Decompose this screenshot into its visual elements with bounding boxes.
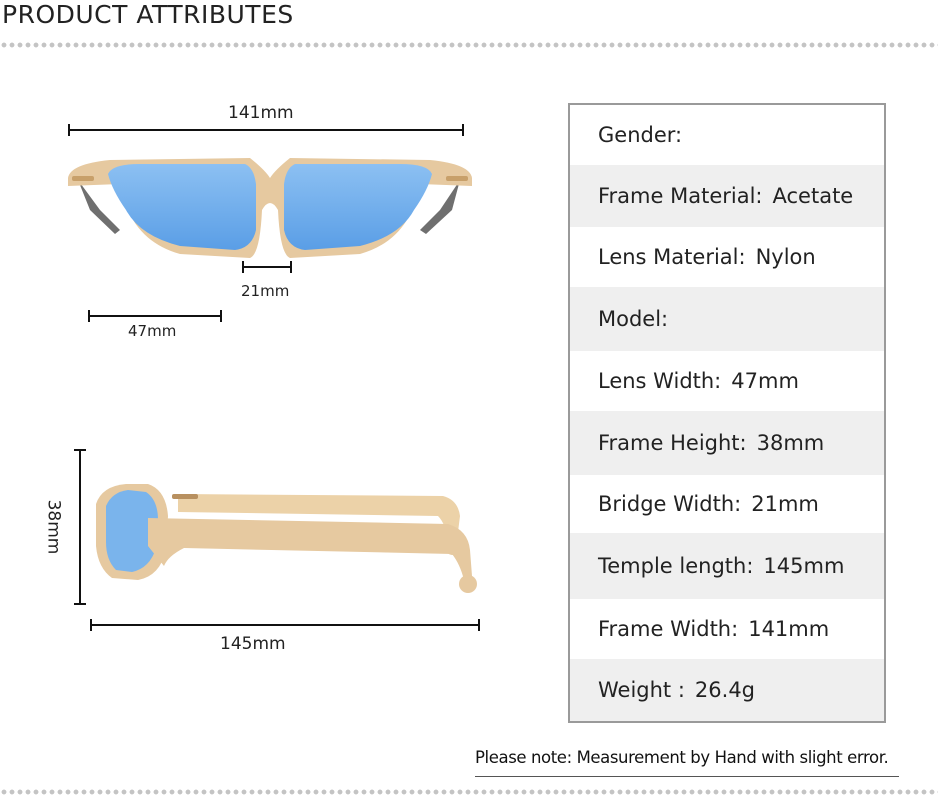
bridge-width-label: 21mm [241, 282, 290, 300]
note-underline [475, 776, 899, 777]
bridge-width-line [242, 261, 292, 273]
spec-label: Gender: [598, 123, 683, 147]
spec-label: Model: [598, 307, 669, 331]
spec-row-lens-width: Lens Width: 47mm [570, 351, 884, 411]
temple-length-line [90, 619, 480, 631]
page-title: PRODUCT ATTRIBUTES [2, 0, 294, 29]
spec-value: 47mm [731, 369, 799, 393]
spec-label: Frame Material: [598, 184, 763, 208]
frame-height-label: 38mm [43, 499, 64, 555]
temple-length-label: 145mm [220, 634, 286, 654]
spec-row-temple-length: Temple length: 145mm [570, 533, 884, 599]
measurement-note: Please note: Measurement by Hand with sl… [475, 748, 889, 767]
spec-value: 141mm [748, 617, 830, 641]
frame-height-line [74, 449, 86, 605]
spec-table: Gender: Frame Material: Acetate Lens Mat… [568, 103, 886, 723]
spec-row-frame-width: Frame Width: 141mm [570, 599, 884, 659]
spec-label: Frame Height: [598, 431, 747, 455]
dotted-divider-top [0, 42, 938, 48]
spec-row-weight: Weight : 26.4g [570, 659, 884, 721]
spec-value: 38mm [756, 431, 825, 455]
spec-label: Temple length: [598, 554, 754, 578]
spec-row-frame-material: Frame Material: Acetate [570, 165, 884, 227]
spec-row-frame-height: Frame Height: 38mm [570, 411, 884, 475]
lens-width-line [88, 310, 222, 322]
lens-width-label: 47mm [128, 322, 177, 340]
total-width-label: 141mm [228, 103, 294, 123]
spec-row-bridge-width: Bridge Width: 21mm [570, 475, 884, 533]
spec-label: Lens Material: [598, 245, 746, 269]
spec-label: Weight : [598, 678, 685, 702]
spec-row-model: Model: [570, 287, 884, 351]
glasses-side-image [96, 484, 477, 593]
spec-label: Bridge Width: [598, 492, 742, 516]
spec-label: Lens Width: [598, 369, 722, 393]
spec-value: Nylon [755, 245, 816, 269]
spec-row-gender: Gender: [570, 105, 884, 165]
spec-label: Frame Width: [598, 617, 739, 641]
total-width-line [68, 124, 464, 136]
spec-value: 145mm [763, 554, 845, 578]
glasses-front-image [68, 158, 472, 258]
spec-value: Acetate [772, 184, 854, 208]
spec-row-lens-material: Lens Material: Nylon [570, 227, 884, 287]
dotted-divider-bottom [0, 789, 938, 795]
spec-value: 21mm [751, 492, 819, 516]
spec-value: 26.4g [694, 678, 756, 702]
